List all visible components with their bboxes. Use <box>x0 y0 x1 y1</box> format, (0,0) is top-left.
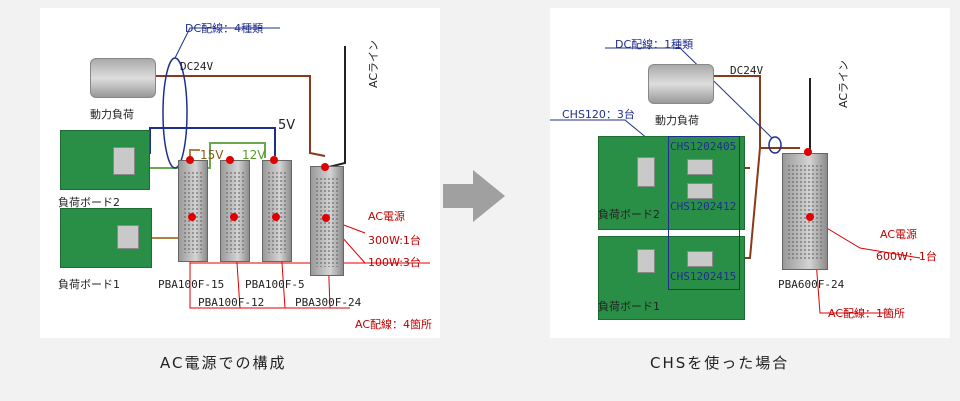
psu-label-pba100f-5: PBA100F-5 <box>245 278 305 291</box>
board-chip <box>113 147 135 175</box>
v15-label: 15V <box>200 148 224 162</box>
watt-100-label: 100W:3台 <box>368 256 421 269</box>
ac-terminal-dot <box>188 213 196 221</box>
watt-300-label: 300W:1台 <box>368 234 421 247</box>
ac-terminal-dot <box>186 156 194 164</box>
right-diagram-panel: DC配線：1種類 DC24V 動力負荷 CHS120：3台 ACライン CHS1… <box>550 8 950 338</box>
board2-label: 負荷ボード2 <box>58 196 120 209</box>
board1-label: 負荷ボード1 <box>598 300 660 313</box>
motor-icon <box>90 58 156 98</box>
ac-power-label: AC電源 <box>368 210 406 223</box>
ac-terminal-dot <box>806 213 814 221</box>
dc-wiring-label: DC配線：1種類 <box>615 38 694 51</box>
dc24v-label: DC24V <box>730 64 764 77</box>
ac-wiring-label: AC配線：4箇所 <box>355 318 433 331</box>
psu-pba300f-24 <box>310 166 344 276</box>
dc24v-label: DC24V <box>180 60 214 73</box>
psu-label-pba600f-24: PBA600F-24 <box>778 278 845 291</box>
ac-terminal-dot <box>226 156 234 164</box>
psu-pba600f-24 <box>782 153 828 270</box>
ac-line-label: ACライン <box>837 59 850 108</box>
ac-line-label: ACライン <box>367 39 380 88</box>
ac-terminal-dot <box>272 213 280 221</box>
left-diagram-panel: DC配線：4種類 DC24V 動力負荷 5V 15V 12V ACライン 負荷ボ… <box>40 8 440 338</box>
chs-module <box>687 159 713 175</box>
board2-label: 負荷ボード2 <box>598 208 660 221</box>
ac-terminal-dot <box>230 213 238 221</box>
ac-terminal-dot <box>322 214 330 222</box>
psu-pba100f-15 <box>178 160 208 262</box>
psu-label-pba100f-15: PBA100F-15 <box>158 278 225 291</box>
ac-terminal-dot <box>804 148 812 156</box>
ac-power-label: AC電源 <box>880 228 918 241</box>
ac-terminal-dot <box>270 156 278 164</box>
motor-label: 動力負荷 <box>655 114 699 127</box>
chs-label-2412: CHS1202412 <box>670 200 737 213</box>
motor-label: 動力負荷 <box>90 108 134 121</box>
load-board-2 <box>598 136 745 230</box>
right-arrow-icon <box>443 170 505 222</box>
board-chip <box>637 157 655 187</box>
motor-icon <box>648 64 714 104</box>
chs-count-label: CHS120：3台 <box>562 108 635 121</box>
chs-group-outline <box>668 136 740 290</box>
board-chip <box>117 225 139 249</box>
right-caption: CHSを使った場合 <box>650 354 790 372</box>
ac-terminal-dot <box>321 163 329 171</box>
psu-label-pba100f-12: PBA100F-12 <box>198 296 265 309</box>
load-board-1 <box>598 236 745 320</box>
chs-module <box>687 251 713 267</box>
psu-label-pba300f-24: PBA300F-24 <box>295 296 362 309</box>
chs-module <box>687 183 713 199</box>
psu-pba100f-12 <box>220 160 250 262</box>
chs-label-2415: CHS1202415 <box>670 270 737 283</box>
ac-wiring-label: AC配線：1箇所 <box>828 307 906 320</box>
board1-label: 負荷ボード1 <box>58 278 120 291</box>
watt-600-label: 600W：1台 <box>876 250 937 263</box>
load-board-1 <box>60 208 152 268</box>
v5-label: 5V <box>278 118 296 133</box>
board-chip <box>637 249 655 273</box>
dc-wiring-label: DC配線：4種類 <box>185 22 264 35</box>
left-caption: AC電源での構成 <box>160 354 287 372</box>
v12-label: 12V <box>242 148 266 162</box>
load-board-2 <box>60 130 150 190</box>
chs-label-2405: CHS1202405 <box>670 140 737 153</box>
psu-pba100f-5 <box>262 160 292 262</box>
